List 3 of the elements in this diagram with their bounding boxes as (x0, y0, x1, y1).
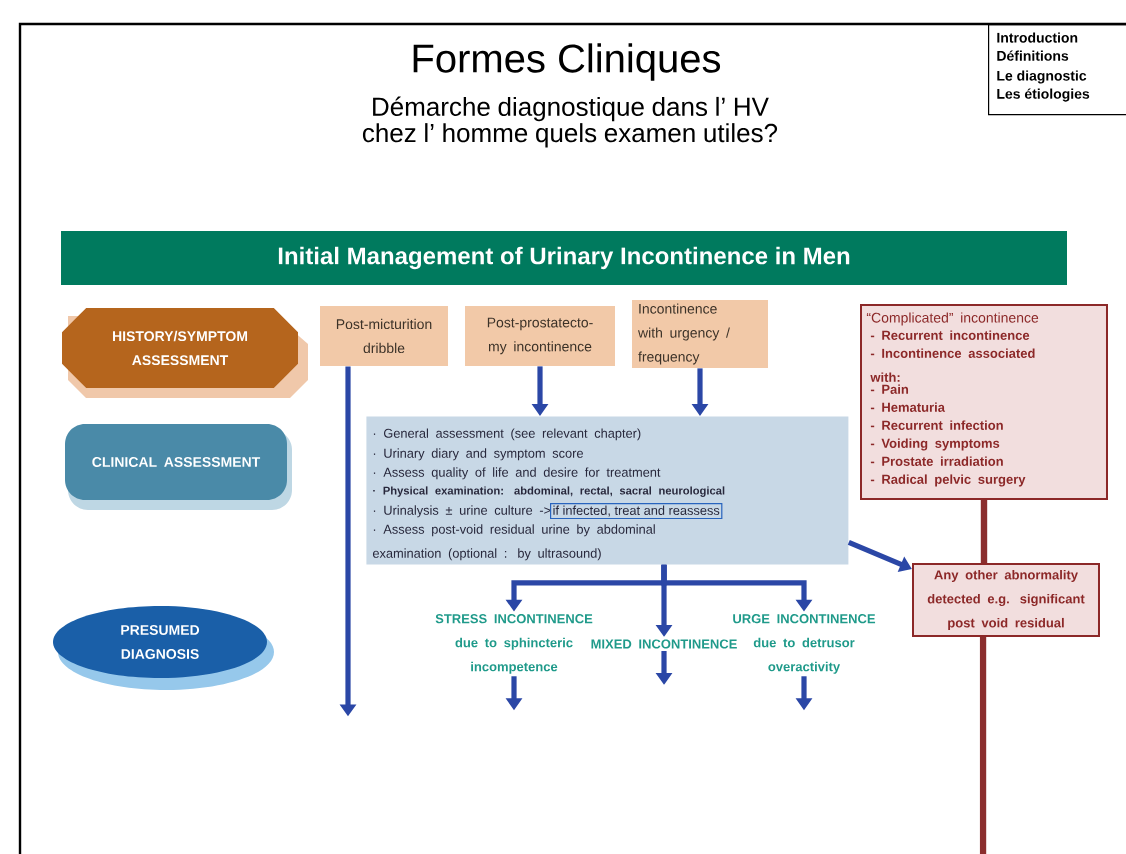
title: Formes Cliniques (413, 43, 721, 81)
heading-banner: Initial Management of Urinary Incontinence in Men (61, 231, 1067, 285)
subtitle: Démarche diagnostique dans l’ HV chez l’ homme quels examen utiles? (362, 96, 778, 148)
